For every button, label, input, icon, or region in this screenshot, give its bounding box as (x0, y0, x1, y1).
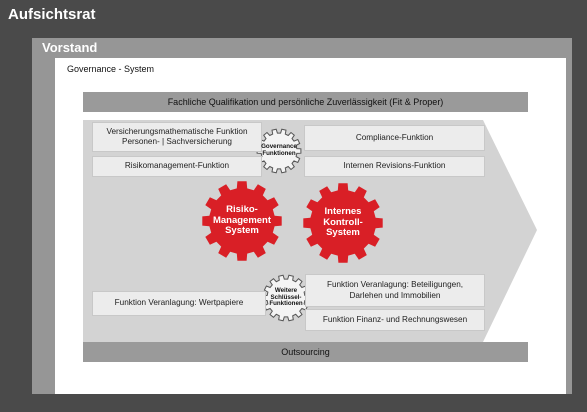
rms-line2: Management (212, 214, 272, 226)
rms-line1: Risiko- (226, 203, 258, 215)
governance-functions-gear (256, 128, 302, 174)
key-gear-line2: Schlüssel- (270, 293, 302, 301)
risk-management-gear (202, 181, 282, 261)
vorstand-frame: Vorstand Governance - System Fachliche Q… (32, 38, 572, 394)
iks-line1: Internes (324, 205, 362, 217)
iks-line2: Kontroll- (323, 216, 363, 228)
governance-gear-line2: Funktionen (262, 150, 296, 157)
compliance-function-box: Compliance-Funktion (304, 125, 485, 151)
risk-management-function-box: Risikomanagement-Funktion (92, 156, 262, 177)
aufsichtsrat-label: Aufsichtsrat (8, 6, 96, 23)
governance-system-label: Governance - System (67, 64, 155, 74)
participations-line2: Darlehen und Immobilien (349, 290, 441, 300)
actuarial-function-line2: Personen- | Sachversicherung (121, 137, 232, 146)
investment-participations-function-box: Funktion Veranlagung: Beteiligungen,Darl… (305, 274, 485, 307)
rms-line3: System (225, 225, 259, 237)
fit-proper-band: Fachliche Qualifikation und persönliche … (83, 92, 528, 112)
governance-system-frame: Governance - System Fachliche Qualifikat… (55, 58, 566, 394)
internal-control-gear (303, 183, 383, 263)
finance-accounting-function-box: Funktion Finanz- und Rechnungswesen (305, 309, 485, 331)
participations-line1: Funktion Veranlagung: Beteiligungen, (326, 280, 464, 290)
key-gear-line1: Weitere (274, 286, 298, 294)
governance-gear-line1: Governance (261, 143, 297, 151)
investment-securities-function-box: Funktion Veranlagung: Wertpapiere (92, 291, 266, 316)
outsourcing-band: Outsourcing (83, 342, 528, 362)
actuarial-function-line1: Versicherungsmathematische Funktion (106, 126, 248, 136)
key-gear-line3: Funktionen (269, 300, 303, 308)
iks-line3: System (326, 227, 360, 239)
internal-audit-function-box: Internen Revisions-Funktion (304, 156, 485, 177)
vorstand-label: Vorstand (42, 40, 98, 55)
